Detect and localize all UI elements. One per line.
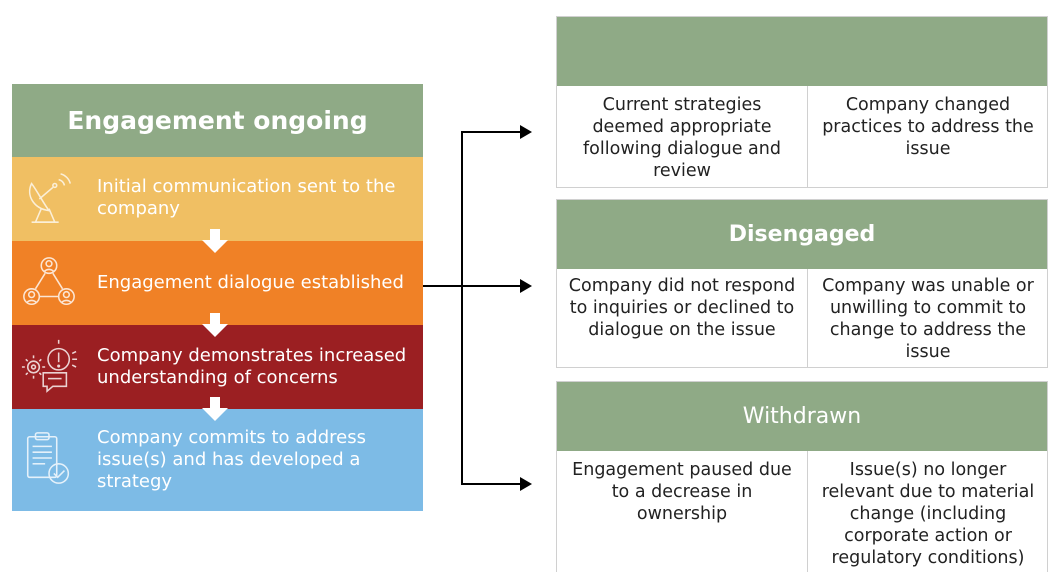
outcome-title: Withdrawn — [557, 382, 1047, 451]
gear-alert-icon — [21, 339, 78, 393]
outcome-cell: Issue(s) no longer relevant due to mater… — [821, 460, 1035, 568]
down-arrow-icon — [202, 229, 228, 253]
outcome-box-ongoing: Current strategies deemed appropriate fo… — [556, 16, 1048, 188]
outcome-cell: Current strategies deemed appropriate fo… — [583, 95, 781, 181]
down-arrow-icon — [202, 313, 228, 337]
outcome-box-withdrawn: Withdrawn Engagement paused due to a dec… — [556, 381, 1048, 572]
stage-initial-communication: Initial communication sent to the compan… — [12, 157, 423, 241]
outcome-cell: Company changed practices to address the… — [822, 95, 1034, 159]
down-arrow-icon — [202, 397, 228, 421]
outcome-box-disengaged: Disengaged Company did not respond to in… — [556, 199, 1048, 368]
outcome-cell: Company did not respond to inquiries or … — [568, 276, 796, 340]
stage-dialogue-established: Engagement dialogue established — [12, 241, 423, 325]
clipboard-check-icon — [26, 432, 70, 484]
stage-label: Company demonstrates increased understan… — [97, 345, 407, 388]
engagement-ongoing-title: Engagement ongoing — [12, 84, 423, 157]
satellite-dish-icon — [28, 173, 72, 223]
outcome-title — [557, 17, 1047, 86]
outcome-cell: Engagement paused due to a decrease in o… — [572, 460, 792, 524]
stage-label: Initial communication sent to the compan… — [97, 176, 396, 219]
outcome-title: Disengaged — [557, 200, 1047, 269]
stage-commits-strategy: Company commits to address issue(s) and … — [12, 409, 423, 511]
outcome-cell: Company was unable or unwilling to commi… — [822, 276, 1034, 362]
people-network-icon — [23, 257, 75, 306]
stage-label: Engagement dialogue established — [97, 272, 404, 293]
stage-label: Company commits to address issue(s) and … — [97, 427, 366, 492]
stage-increased-understanding: Company demonstrates increased understan… — [12, 325, 423, 409]
